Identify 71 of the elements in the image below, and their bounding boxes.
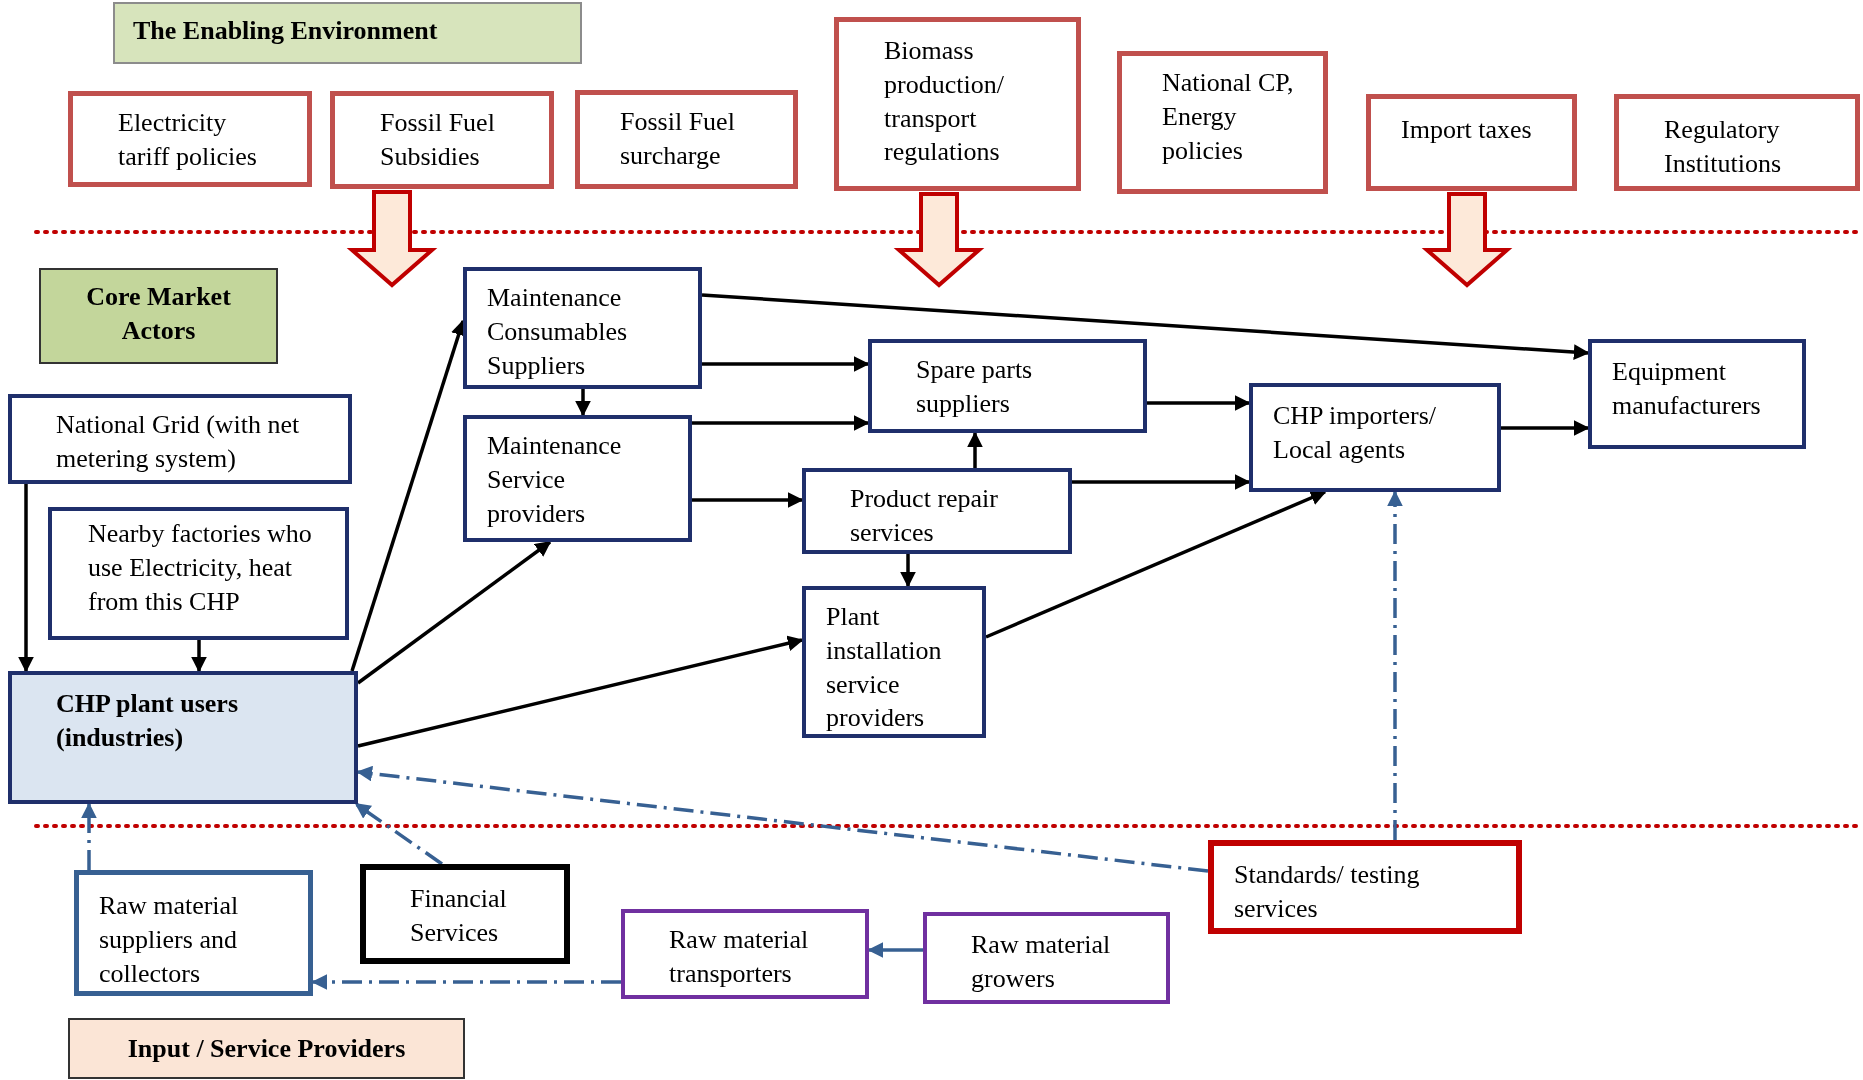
box-label: Product repair services [850, 483, 999, 549]
actor-box [802, 586, 986, 738]
box-label: Regulatory Institutions [1664, 114, 1782, 180]
box-label: Maintenance Service providers [487, 430, 623, 530]
arrow [702, 356, 870, 372]
actor-box [48, 507, 349, 640]
box-label: Input / Service Providers [126, 1033, 407, 1065]
arrow [1072, 474, 1251, 490]
provider-box [923, 912, 1170, 1004]
block-arrow [346, 190, 438, 288]
policy-box [1117, 51, 1328, 194]
actor-box [868, 339, 1147, 433]
provider-box [360, 864, 570, 964]
arrow [900, 554, 916, 588]
box-label: Standards/ testing services [1234, 859, 1421, 925]
arrow [701, 293, 1590, 360]
box-label: The Enabling Environment [133, 15, 439, 47]
box-label: Fossil Fuel Subsidies [380, 107, 496, 173]
policy-box [575, 90, 798, 189]
policy-box [330, 91, 554, 189]
arrow [967, 431, 983, 468]
box-label: National Grid (with net metering system) [56, 409, 301, 475]
box-label: Nearby factories who use Electricity, heat from this CHP [88, 518, 313, 618]
policy-box [1366, 94, 1577, 191]
actor-box [1588, 339, 1806, 449]
policy-box [1614, 94, 1860, 191]
box-label: Financial Services [410, 883, 508, 949]
arrow [692, 492, 804, 508]
arrow [357, 635, 804, 748]
header-band [113, 2, 582, 64]
box-label: Biomass production/ transport regulations [884, 35, 1005, 169]
box-label: CHP importers/ Local agents [1273, 400, 1437, 466]
policy-box [68, 91, 312, 187]
arrow [1501, 420, 1590, 436]
actor-box [802, 468, 1072, 554]
box-label: Import taxes [1401, 114, 1533, 146]
arrow [311, 974, 621, 990]
box-label: Raw material suppliers and collectors [99, 890, 240, 990]
box-label: Raw material transporters [669, 924, 810, 990]
arrow [191, 640, 207, 673]
box-label: National CP, Energy policies [1162, 67, 1295, 167]
box-label: Core Market Actors [85, 281, 232, 347]
arrow [81, 802, 97, 870]
header-band [68, 1018, 465, 1079]
arrow [1387, 490, 1403, 840]
policy-box [834, 17, 1081, 191]
box-label: Spare parts suppliers [916, 354, 1034, 420]
arrow [985, 490, 1327, 639]
actor-box [8, 671, 358, 804]
box-label: Raw material growers [971, 929, 1112, 995]
box-label: Electricity tariff policies [118, 107, 258, 173]
arrow [1147, 395, 1251, 411]
provider-box [74, 870, 313, 996]
block-arrow [893, 192, 985, 288]
box-label: Equipment manufacturers [1612, 356, 1762, 422]
provider-box [1208, 840, 1522, 934]
box-label: Plant installation service providers [826, 601, 943, 735]
block-arrow [1421, 192, 1513, 288]
provider-box [621, 909, 869, 999]
actor-box [1249, 383, 1501, 492]
arrow [354, 802, 443, 866]
actor-box [463, 267, 702, 389]
actor-box [463, 415, 692, 542]
arrow [18, 484, 34, 673]
box-label: CHP plant users (industries) [56, 688, 240, 754]
arrow [692, 415, 870, 431]
box-label: Maintenance Consumables Suppliers [487, 282, 629, 382]
box-label: Fossil Fuel surcharge [620, 106, 736, 172]
arrow [575, 389, 591, 417]
header-band [39, 268, 278, 364]
actor-box [8, 394, 352, 484]
